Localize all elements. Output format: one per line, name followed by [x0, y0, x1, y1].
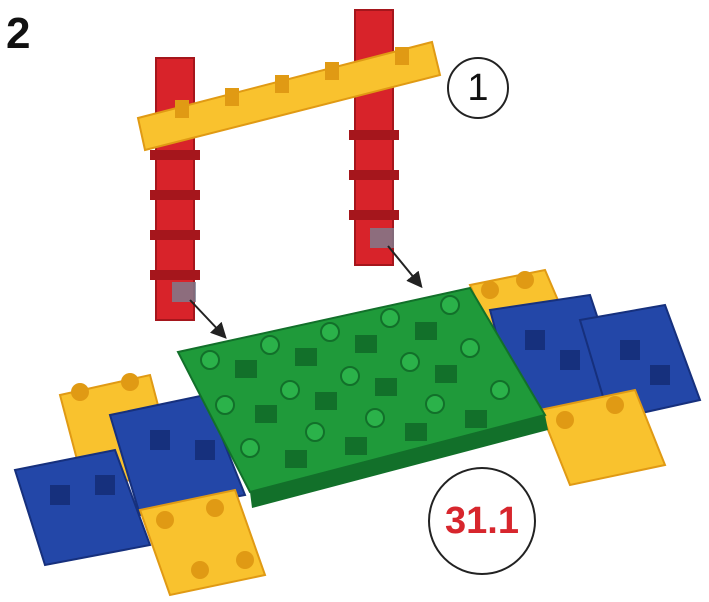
- page-reference-callout: 31.1: [428, 467, 536, 575]
- substep-callout: 1: [447, 57, 509, 119]
- arrow-icon: [190, 300, 224, 336]
- gate-frame: [138, 10, 440, 320]
